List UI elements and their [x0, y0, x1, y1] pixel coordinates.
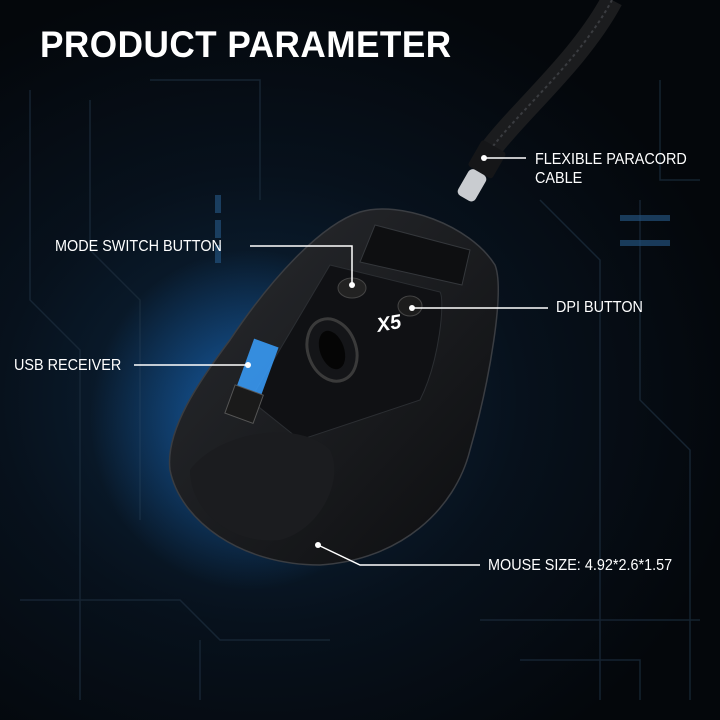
usb-c-connector	[457, 140, 506, 202]
cable-label-line1: FLEXIBLE PARACORD	[535, 151, 687, 168]
callout-lines	[134, 157, 548, 566]
usb-receiver-label: USB RECEIVER	[14, 357, 122, 374]
cable-label-line2: CABLE	[535, 170, 583, 187]
model-mark: X5	[374, 311, 404, 337]
dpi-button-label: DPI BUTTON	[556, 299, 643, 316]
mouse-size-label: MOUSE SIZE: 4.92*2.6*1.57	[488, 557, 673, 574]
page-title: PRODUCT PARAMETER	[40, 24, 452, 65]
usb-receiver	[224, 338, 279, 425]
cable-label: FLEXIBLE PARACORD CABLE	[535, 150, 687, 188]
optical-sensor	[305, 317, 359, 383]
mouse-body: X5	[168, 208, 499, 566]
mode-switch-label: MODE SWITCH BUTTON	[55, 238, 222, 255]
